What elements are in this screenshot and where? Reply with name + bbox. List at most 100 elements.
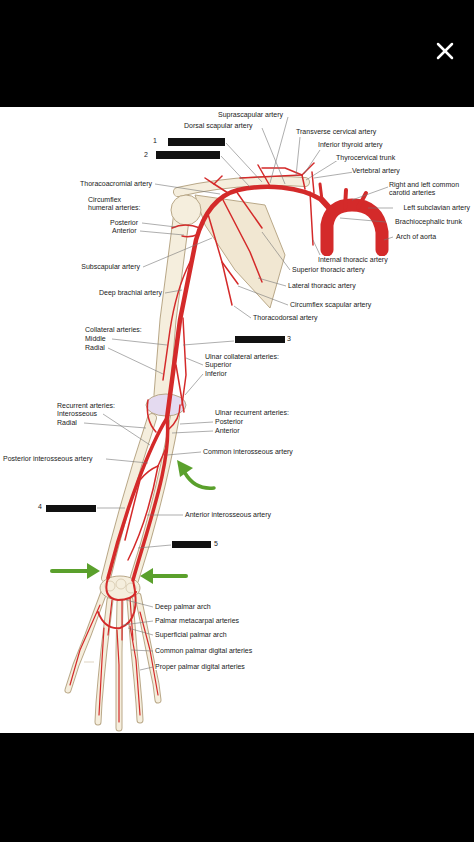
artery-label: Superior: [205, 361, 231, 368]
artery-label: Lateral thoracic artery: [288, 282, 356, 289]
artery-label: Ulnar collateral arteries:: [205, 353, 279, 360]
callout-number: 1: [153, 137, 157, 144]
label-slot: Circumflex humeral arteries:: [88, 196, 144, 212]
callout-number: 3: [287, 335, 291, 342]
bones: [68, 181, 305, 728]
artery-label: Interosseous: [57, 410, 97, 417]
label-slot: Radial: [85, 344, 105, 352]
artery-label: Anterior interosseous artery: [185, 511, 271, 518]
label-slot: 1: [153, 137, 157, 145]
image-ground: [0, 107, 474, 733]
label-slot: Palmar metacarpal arteries: [155, 617, 239, 625]
label-slot: Posterior interosseous artery: [3, 455, 92, 463]
label-slot: Inferior thyroid artery: [318, 141, 383, 149]
artery-label: Superior thoracic artery: [292, 266, 365, 273]
artery-label: Middle: [85, 335, 106, 342]
artery-label: Dorsal scapular artery: [184, 122, 252, 129]
label-slot: Lateral thoracic artery: [288, 282, 356, 290]
label-slot: Recurrent arteries:: [57, 402, 115, 410]
label-slot: Left subclavian artery: [403, 204, 470, 212]
artery-label: Posterior interosseous artery: [3, 455, 92, 462]
artery-label: Superficial palmar arch: [155, 631, 227, 638]
artery-label: Anterior: [215, 427, 240, 434]
artery-label: Anterior: [112, 227, 137, 234]
label-slot: Common interosseous artery: [203, 448, 293, 456]
label-slot: Thyrocervical trunk: [336, 154, 395, 162]
leader-lines: [84, 117, 393, 670]
artery-label: Subscapular artery: [81, 263, 140, 270]
artery-label: Recurrent arteries:: [57, 402, 115, 409]
label-slot: Common palmar digital arteries: [155, 647, 252, 655]
label-slot: 4: [38, 503, 42, 511]
label-slot: Middle: [85, 335, 106, 343]
artery-label: Common interosseous artery: [203, 448, 293, 455]
label-slot: Proper palmar digital arteries: [155, 663, 245, 671]
artery-label: Inferior thyroid artery: [318, 141, 383, 148]
artery-label: Internal thoracic artery: [318, 256, 388, 263]
artery-label: Vertebral artery: [352, 167, 400, 174]
artery-label: Ulnar recurrent arteries:: [215, 409, 289, 416]
label-slot: Radial: [57, 419, 77, 427]
label-slot: Collateral arteries:: [85, 326, 142, 334]
artery-label: Collateral arteries:: [85, 326, 142, 333]
artery-label: Circumflex scapular artery: [290, 301, 371, 308]
artery-label: Left subclavian artery: [403, 204, 470, 211]
label-slot: Subscapular artery: [81, 263, 140, 271]
label-slot: Interosseous: [57, 410, 97, 418]
artery-label: Posterior: [215, 418, 243, 425]
label-slot: Internal thoracic artery: [318, 256, 388, 264]
label-slot: Thoracoacromial artery: [80, 180, 152, 188]
artery-label: Thoracodorsal artery: [253, 314, 318, 321]
artery-label: Palmar metacarpal arteries: [155, 617, 239, 624]
artery-label: Thyrocervical trunk: [336, 154, 395, 161]
callout-number: 5: [214, 540, 218, 547]
arteries: [70, 163, 382, 722]
artery-label: Circumflex humeral arteries:: [88, 196, 141, 211]
label-slot: Ulnar recurrent arteries:: [215, 409, 289, 417]
label-slot: Vertebral artery: [352, 167, 400, 175]
artery-label: Radial: [85, 344, 105, 351]
label-slot: Arch of aorta: [396, 233, 436, 241]
label-slot: Posterior: [110, 219, 138, 227]
label-slot: Anterior interosseous artery: [185, 511, 271, 519]
label-slot: Thoracodorsal artery: [253, 314, 318, 322]
label-slot: Right and left common carotid arteries: [389, 181, 471, 197]
artery-label: Radial: [57, 419, 77, 426]
label-slot: Dorsal scapular artery: [184, 122, 252, 130]
label-slot: Superior thoracic artery: [292, 266, 365, 274]
artery-label: Common palmar digital arteries: [155, 647, 252, 654]
label-slot: Suprascapular artery: [218, 111, 283, 119]
label-slot: Transverse cervical artery: [296, 128, 376, 136]
artery-label: Thoracoacromial artery: [80, 180, 152, 187]
label-slot: 2: [144, 151, 148, 159]
label-slot: Brachiocephalic trunk: [395, 218, 462, 226]
label-slot: Ulnar collateral arteries:: [205, 353, 279, 361]
artery-label: Suprascapular artery: [218, 111, 283, 118]
artery-label: Deep brachial artery: [99, 289, 162, 296]
label-slot: Anterior: [215, 427, 240, 435]
artery-label: Brachiocephalic trunk: [395, 218, 462, 225]
label-slot: Superior: [205, 361, 231, 369]
label-slot: Superficial palmar arch: [155, 631, 227, 639]
redaction-bars: [46, 138, 285, 548]
label-slot: Deep palmar arch: [155, 603, 211, 611]
label-slot: 5: [214, 540, 218, 548]
callout-number: 2: [144, 151, 148, 158]
label-slot: Circumflex scapular artery: [290, 301, 371, 309]
artery-label: Transverse cervical artery: [296, 128, 376, 135]
artery-label: Proper palmar digital arteries: [155, 663, 245, 670]
artery-label: Posterior: [110, 219, 138, 226]
green-arrows: [52, 460, 214, 584]
label-slot: Anterior: [112, 227, 137, 235]
label-slot: 3: [287, 335, 291, 343]
callout-number: 4: [38, 503, 42, 510]
label-slot: Inferior: [205, 370, 227, 378]
close-icon: [438, 44, 452, 58]
artery-label: Deep palmar arch: [155, 603, 211, 610]
label-slot: Deep brachial artery: [99, 289, 162, 297]
artery-label: Inferior: [205, 370, 227, 377]
artery-label: Arch of aorta: [396, 233, 436, 240]
artery-label: Right and left common carotid arteries: [389, 181, 459, 196]
